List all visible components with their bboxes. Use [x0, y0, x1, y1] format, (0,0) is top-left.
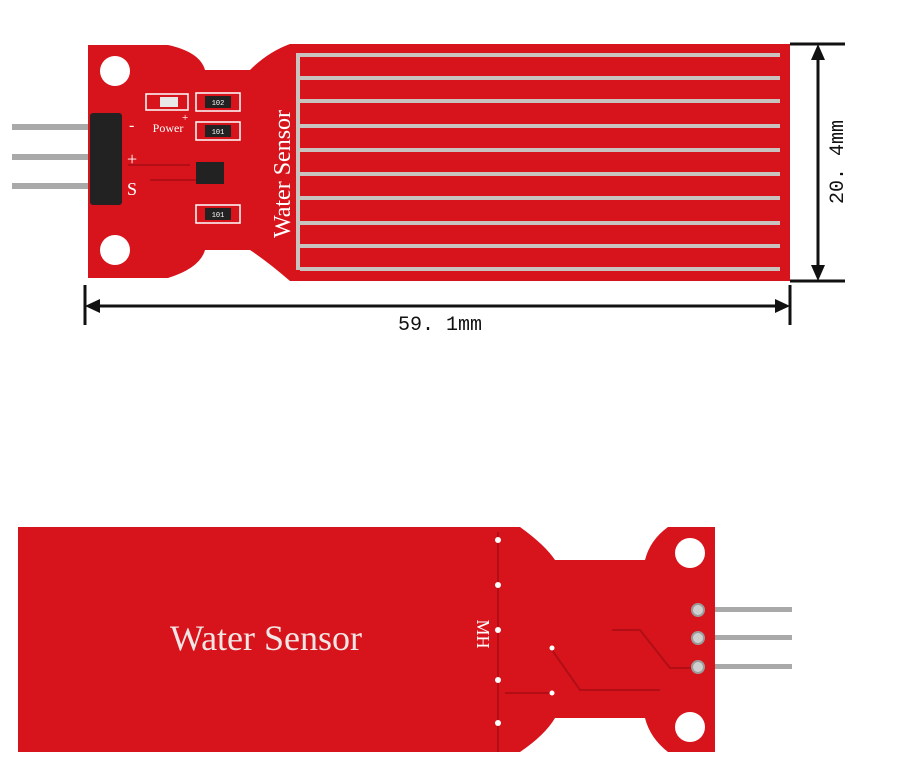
- back-traces: [497, 532, 698, 752]
- power-label: Power: [153, 121, 184, 135]
- mh-mark: MH: [473, 619, 493, 648]
- pin-plus-label: +: [127, 149, 137, 169]
- height-dimension: 20. 4mm: [827, 120, 850, 204]
- header-pins: [12, 124, 104, 189]
- pin-header: [90, 113, 122, 205]
- mount-hole: [100, 235, 130, 265]
- mount-hole: [675, 712, 705, 742]
- bottom-board-title: Water Sensor: [170, 618, 362, 658]
- resistor-label: 101: [212, 129, 225, 137]
- vias: [495, 537, 555, 726]
- top-board-title: Water Sensor: [270, 110, 296, 238]
- header-pins: [700, 607, 792, 669]
- power-plus-label: +: [182, 112, 188, 124]
- pin-minus-label: -: [129, 117, 134, 134]
- dimension-lines: [83, 42, 845, 325]
- bottom-pcb: [18, 527, 715, 752]
- top-board: 102 101 101 Power + - + S Water Sensor: [12, 44, 790, 281]
- pin-signal-label: S: [127, 179, 137, 199]
- resistor-label: 102: [212, 100, 225, 108]
- mount-hole: [675, 538, 705, 568]
- solder-pads: [691, 603, 705, 674]
- sensing-traces: [296, 53, 780, 271]
- mount-hole: [100, 56, 130, 86]
- width-dimension: 59. 1mm: [398, 314, 482, 337]
- smd-components: [128, 92, 241, 224]
- resistor-label: 101: [212, 212, 225, 220]
- bottom-board: Water Sensor MH: [18, 527, 792, 752]
